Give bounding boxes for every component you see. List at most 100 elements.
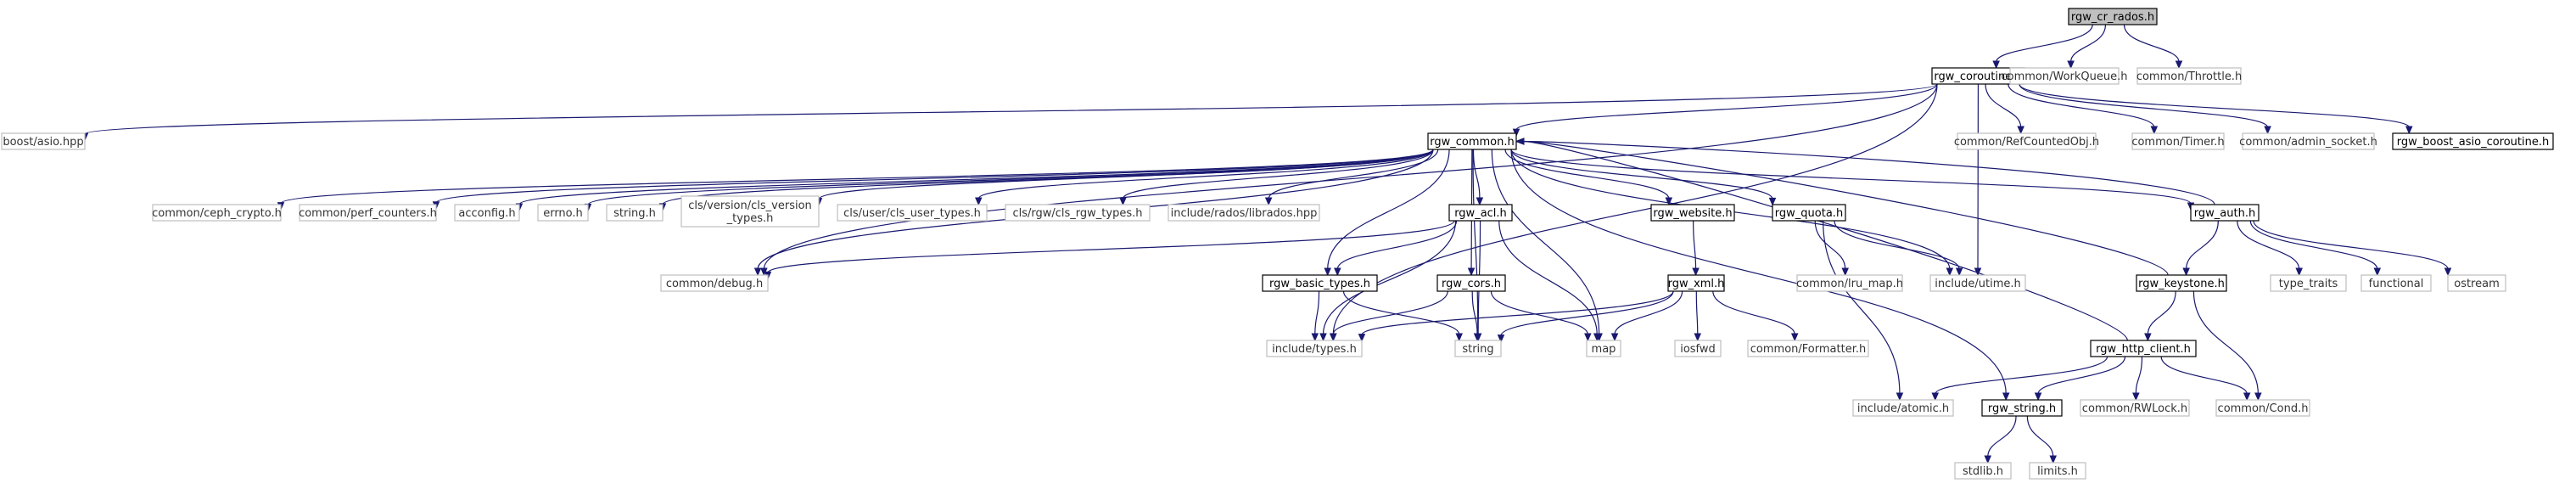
node-rgw-quota[interactable]: rgw_quota.h	[1772, 204, 1846, 222]
node-label: common/lru_map.h	[1796, 278, 1903, 290]
arrowhead-icon	[2264, 126, 2271, 135]
node-box	[2447, 274, 2506, 292]
node-label: rgw_basic_types.h	[1269, 278, 1370, 290]
node-atomic: include/atomic.h	[1852, 399, 1954, 417]
edge-line	[1522, 140, 2128, 341]
edge-rgw_common-to-cls_user_types	[975, 149, 1434, 206]
node-rgw-string[interactable]: rgw_string.h	[1981, 399, 2063, 417]
edge-line	[1614, 290, 1683, 335]
node-rgw-acl[interactable]: rgw_acl.h	[1448, 204, 1513, 222]
node-label: common/ceph_crypto.h	[152, 207, 282, 220]
edge-line	[1510, 149, 1773, 200]
node-rgw-boost-asio-coroutine[interactable]: rgw_boost_asio_coroutine.h	[2392, 132, 2554, 150]
node-label: common/Timer.h	[2131, 136, 2224, 149]
nodes-layer: rgw_cr_rados.hrgw_coroutine.hcommon/Work…	[1, 8, 2554, 480]
arrowhead-icon	[1694, 333, 1702, 342]
node-label: limits.h	[2037, 465, 2078, 478]
edge-rgw_auth-to-rgw_keystone	[2182, 220, 2219, 277]
node-box	[152, 204, 282, 222]
edge-line	[1996, 24, 2093, 63]
arrowhead-icon	[1896, 392, 1904, 402]
node-box	[1981, 399, 2063, 417]
node-rgw-keystone[interactable]: rgw_keystone.h	[2136, 274, 2227, 292]
node-rgw-coroutine[interactable]: rgw_coroutine.h	[1931, 67, 2025, 85]
node-label: common/Cond.h	[2218, 402, 2309, 415]
node-rgw-basic-types[interactable]: rgw_basic_types.h	[1262, 274, 1378, 292]
node-box	[606, 204, 664, 222]
node-box	[2029, 462, 2086, 480]
node-label: include/rados/librados.hpp	[1171, 207, 1318, 220]
node-box	[1772, 204, 1846, 222]
node-rgw-http-client[interactable]: rgw_http_client.h	[2090, 340, 2197, 357]
node-rgw-common[interactable]: rgw_common.h	[1427, 132, 1517, 150]
node-label: common/RWLock.h	[2082, 402, 2187, 415]
edge-line	[1814, 220, 1846, 270]
node-box	[1954, 462, 2012, 480]
node-label: cls/version/cls_version	[688, 200, 812, 212]
node-ostream: ostream	[2447, 274, 2506, 292]
edge-rgw_xml-to-string	[1497, 290, 1674, 343]
edge-line	[1985, 83, 2022, 128]
arrowhead-icon	[1931, 392, 1940, 402]
node-acconfig: acconfig.h	[454, 204, 520, 222]
node-label: rgw_xml.h	[1668, 278, 1725, 290]
edge-line	[1490, 290, 1588, 335]
node-box	[1454, 340, 1502, 357]
node-box	[2131, 132, 2225, 150]
node-include-types: include/types.h	[1266, 340, 1363, 357]
node-stdlib: stdlib.h	[1954, 462, 2012, 480]
node-label: common/RefCountedObj.h	[1954, 136, 2099, 149]
node-label: rgw_boost_asio_coroutine.h	[2397, 136, 2550, 149]
node-rgw-cors[interactable]: rgw_cors.h	[1436, 274, 1506, 292]
edge-rgw_acl-to-map	[1498, 220, 1601, 342]
node-librados: include/rados/librados.hpp	[1168, 204, 1320, 222]
edge-line	[2249, 220, 2378, 270]
node-label: common/debug.h	[666, 278, 763, 290]
node-utime: include/utime.h	[1929, 274, 2026, 292]
edge-line	[1491, 149, 1600, 335]
node-label: map	[1592, 343, 1616, 356]
node-label: include/atomic.h	[1857, 402, 1949, 415]
arrowhead-icon	[2295, 267, 2303, 277]
node-label: include/utime.h	[1935, 278, 2020, 290]
node-label: common/admin_socket.h	[2239, 136, 2377, 149]
arrowhead-icon	[2444, 267, 2452, 277]
edge-rgw_common-to-acconfig	[515, 149, 1434, 212]
node-rgw-website[interactable]: rgw_website.h	[1650, 204, 1735, 222]
node-common-debug: common/debug.h	[660, 274, 769, 292]
node-rgw-cr-rados[interactable]: rgw_cr_rados.h	[2068, 8, 2158, 25]
arrowhead-icon	[1319, 333, 1327, 342]
arrowhead-icon	[2017, 126, 2024, 135]
node-box	[2009, 67, 2120, 85]
node-box	[1852, 399, 1954, 417]
arrowhead-icon	[1324, 267, 1331, 277]
arrowhead-icon	[1584, 333, 1592, 342]
edge-line	[1336, 220, 1458, 270]
node-box	[1, 132, 86, 150]
node-box	[660, 274, 769, 292]
node-label: rgw_website.h	[1653, 207, 1732, 220]
edge-rgw_coroutine-to-admin_socket	[2019, 83, 2271, 135]
edge-rgw_common-to-rgw_acl	[1472, 149, 1484, 206]
node-box	[1929, 274, 2026, 292]
node-rgw-xml[interactable]: rgw_xml.h	[1667, 274, 1725, 292]
edge-rgw_http_client-to-rgw_string	[2034, 356, 2126, 402]
edge-line	[2026, 415, 2054, 458]
node-label: type_traits	[2279, 278, 2338, 290]
edge-rgw_auth-to-type_traits	[2237, 220, 2303, 277]
node-box	[1168, 204, 1320, 222]
edge-rgw_http_client-to-cond	[2160, 356, 2251, 402]
node-throttle: common/Throttle.h	[2136, 67, 2242, 85]
node-rgw-auth[interactable]: rgw_auth.h	[2190, 204, 2260, 222]
edge-line	[1522, 140, 2169, 276]
node-box	[2136, 274, 2227, 292]
edge-rgw_xml-to-formatter	[1712, 290, 1799, 342]
edge-rgw_auth-to-functional	[2249, 220, 2382, 277]
node-box	[1747, 340, 1869, 357]
arrowhead-icon	[1512, 128, 1520, 138]
node-label: rgw_cors.h	[1442, 278, 1501, 290]
edge-line	[2253, 220, 2449, 270]
arrowhead-icon	[2175, 60, 2183, 70]
edge-line	[1500, 290, 1674, 336]
edge-rgw_quota-to-atomic	[1823, 220, 1904, 402]
